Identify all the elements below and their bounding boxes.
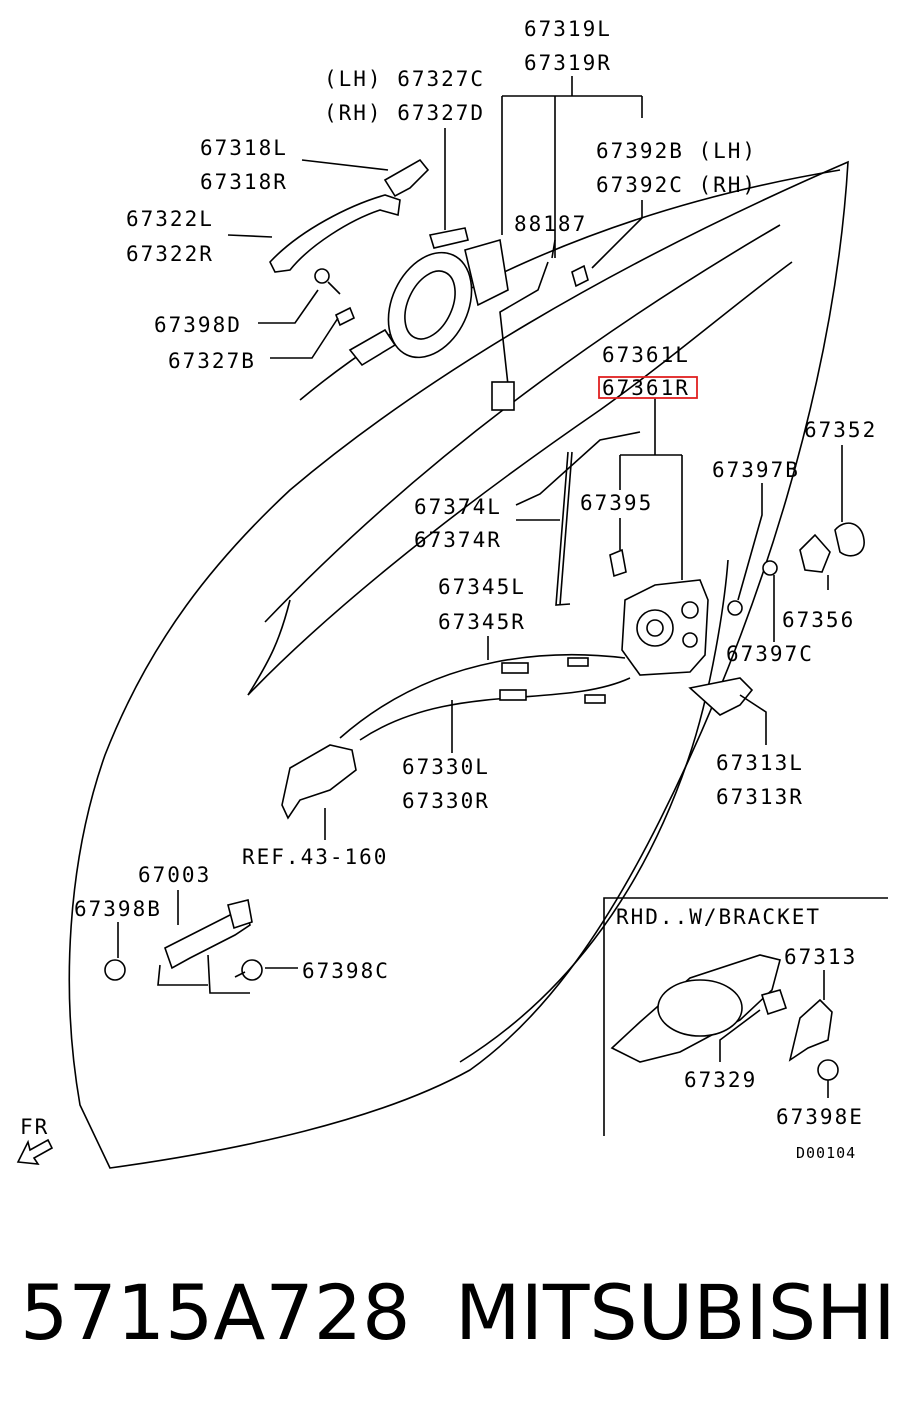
callout-67330r: 67330R xyxy=(402,789,490,813)
callout-67322l: 67322L xyxy=(126,207,214,231)
handle-base-part xyxy=(464,238,509,307)
callout-67318r: 67318R xyxy=(200,170,288,194)
latch-cover-part xyxy=(688,677,754,716)
callout-67392c: 67392C (RH) xyxy=(596,173,757,197)
clip-67395-part xyxy=(609,548,627,578)
rod-connector-part xyxy=(491,381,515,411)
callout-67330l: 67330L xyxy=(402,755,490,779)
callout-67374l: 67374L xyxy=(414,495,502,519)
callout-67313l: 67313L xyxy=(716,751,804,775)
callout-67395: 67395 xyxy=(580,491,653,515)
handle-cover-part xyxy=(383,158,430,198)
bracket-67313-part xyxy=(788,998,833,1062)
spacer-67352-part xyxy=(834,522,865,557)
bolt-67398b-part xyxy=(104,959,126,981)
diagram-code: D00104 xyxy=(796,1144,856,1162)
callout-67329: 67329 xyxy=(684,1068,757,1092)
callout-ref-43-160: REF.43-160 xyxy=(242,845,388,869)
lock-rod-part xyxy=(555,451,571,606)
front-direction-arrow xyxy=(16,1138,54,1165)
bushing-67329-part xyxy=(760,989,788,1016)
bolt-67398e-part xyxy=(817,1059,839,1081)
clip-67392-part xyxy=(571,264,589,288)
callout-67397c: 67397C xyxy=(726,642,814,666)
callout-67352: 67352 xyxy=(804,418,877,442)
callout-labels: 67319L 67319R (LH) 67327C (RH) 67327D 67… xyxy=(20,17,877,1162)
cable-67345-part xyxy=(339,653,626,739)
footer: 5715A728 MITSUBISHI xyxy=(0,1258,909,1388)
latch-assembly xyxy=(281,451,865,820)
callout-67345l: 67345L xyxy=(438,575,526,599)
outside-handle-part xyxy=(269,194,401,273)
screw-67397b-part xyxy=(727,600,743,616)
callout-67313r: 67313R xyxy=(716,785,804,809)
callout-67003: 67003 xyxy=(138,863,211,887)
callout-67361l: 67361L xyxy=(602,343,690,367)
callout-67361r: 67361R xyxy=(602,376,690,400)
highlight-box xyxy=(598,376,698,399)
callout-67319l: 67319L xyxy=(524,17,612,41)
cable-67330-part xyxy=(359,677,631,741)
rod-88187-part xyxy=(499,261,549,386)
brand-name: MITSUBISHI xyxy=(455,1268,896,1357)
callout-67397b: 67397B xyxy=(712,458,800,482)
door-lock-parts-diagram: 67319L 67319R (LH) 67327C (RH) 67327D 67… xyxy=(16,17,888,1169)
bolt-67398c-part xyxy=(241,959,263,981)
callout-67398d: 67398D xyxy=(154,313,242,337)
callout-67327c: (LH) 67327C xyxy=(324,67,485,91)
part-number: 5715A728 xyxy=(20,1268,411,1357)
callout-67398c: 67398C xyxy=(302,959,390,983)
handle-frame-part xyxy=(428,227,469,249)
inset-title: RHD..W/BRACKET xyxy=(616,905,821,929)
callout-88187: 88187 xyxy=(514,212,587,236)
callout-67319r: 67319R xyxy=(524,51,612,75)
callout-67327b: 67327B xyxy=(168,349,256,373)
screw-67397c-part xyxy=(762,560,778,576)
callout-67398b: 67398B xyxy=(74,897,162,921)
callout-67327d: (RH) 67327D xyxy=(324,101,485,125)
key-cylinder-part xyxy=(348,328,397,367)
callout-67392b: 67392B (LH) xyxy=(596,139,757,163)
leader-lines xyxy=(117,76,843,969)
direction-label: FR xyxy=(20,1115,49,1139)
callout-67345r: 67345R xyxy=(438,610,526,634)
outside-handle-assembly xyxy=(269,158,589,411)
callout-67398e: 67398E xyxy=(776,1105,864,1129)
striker-67356-part xyxy=(799,533,831,573)
door-check-assembly xyxy=(104,899,263,994)
callout-67356: 67356 xyxy=(782,608,855,632)
callout-67318l: 67318L xyxy=(200,136,288,160)
callout-67322r: 67322R xyxy=(126,242,214,266)
bolt-67398d-part xyxy=(314,268,330,284)
clip-67327b-part xyxy=(334,306,356,327)
callout-67374r: 67374R xyxy=(414,528,502,552)
callout-67313: 67313 xyxy=(784,945,857,969)
inside-handle-part xyxy=(281,744,357,820)
rhd-bracket-inset xyxy=(603,897,888,1136)
